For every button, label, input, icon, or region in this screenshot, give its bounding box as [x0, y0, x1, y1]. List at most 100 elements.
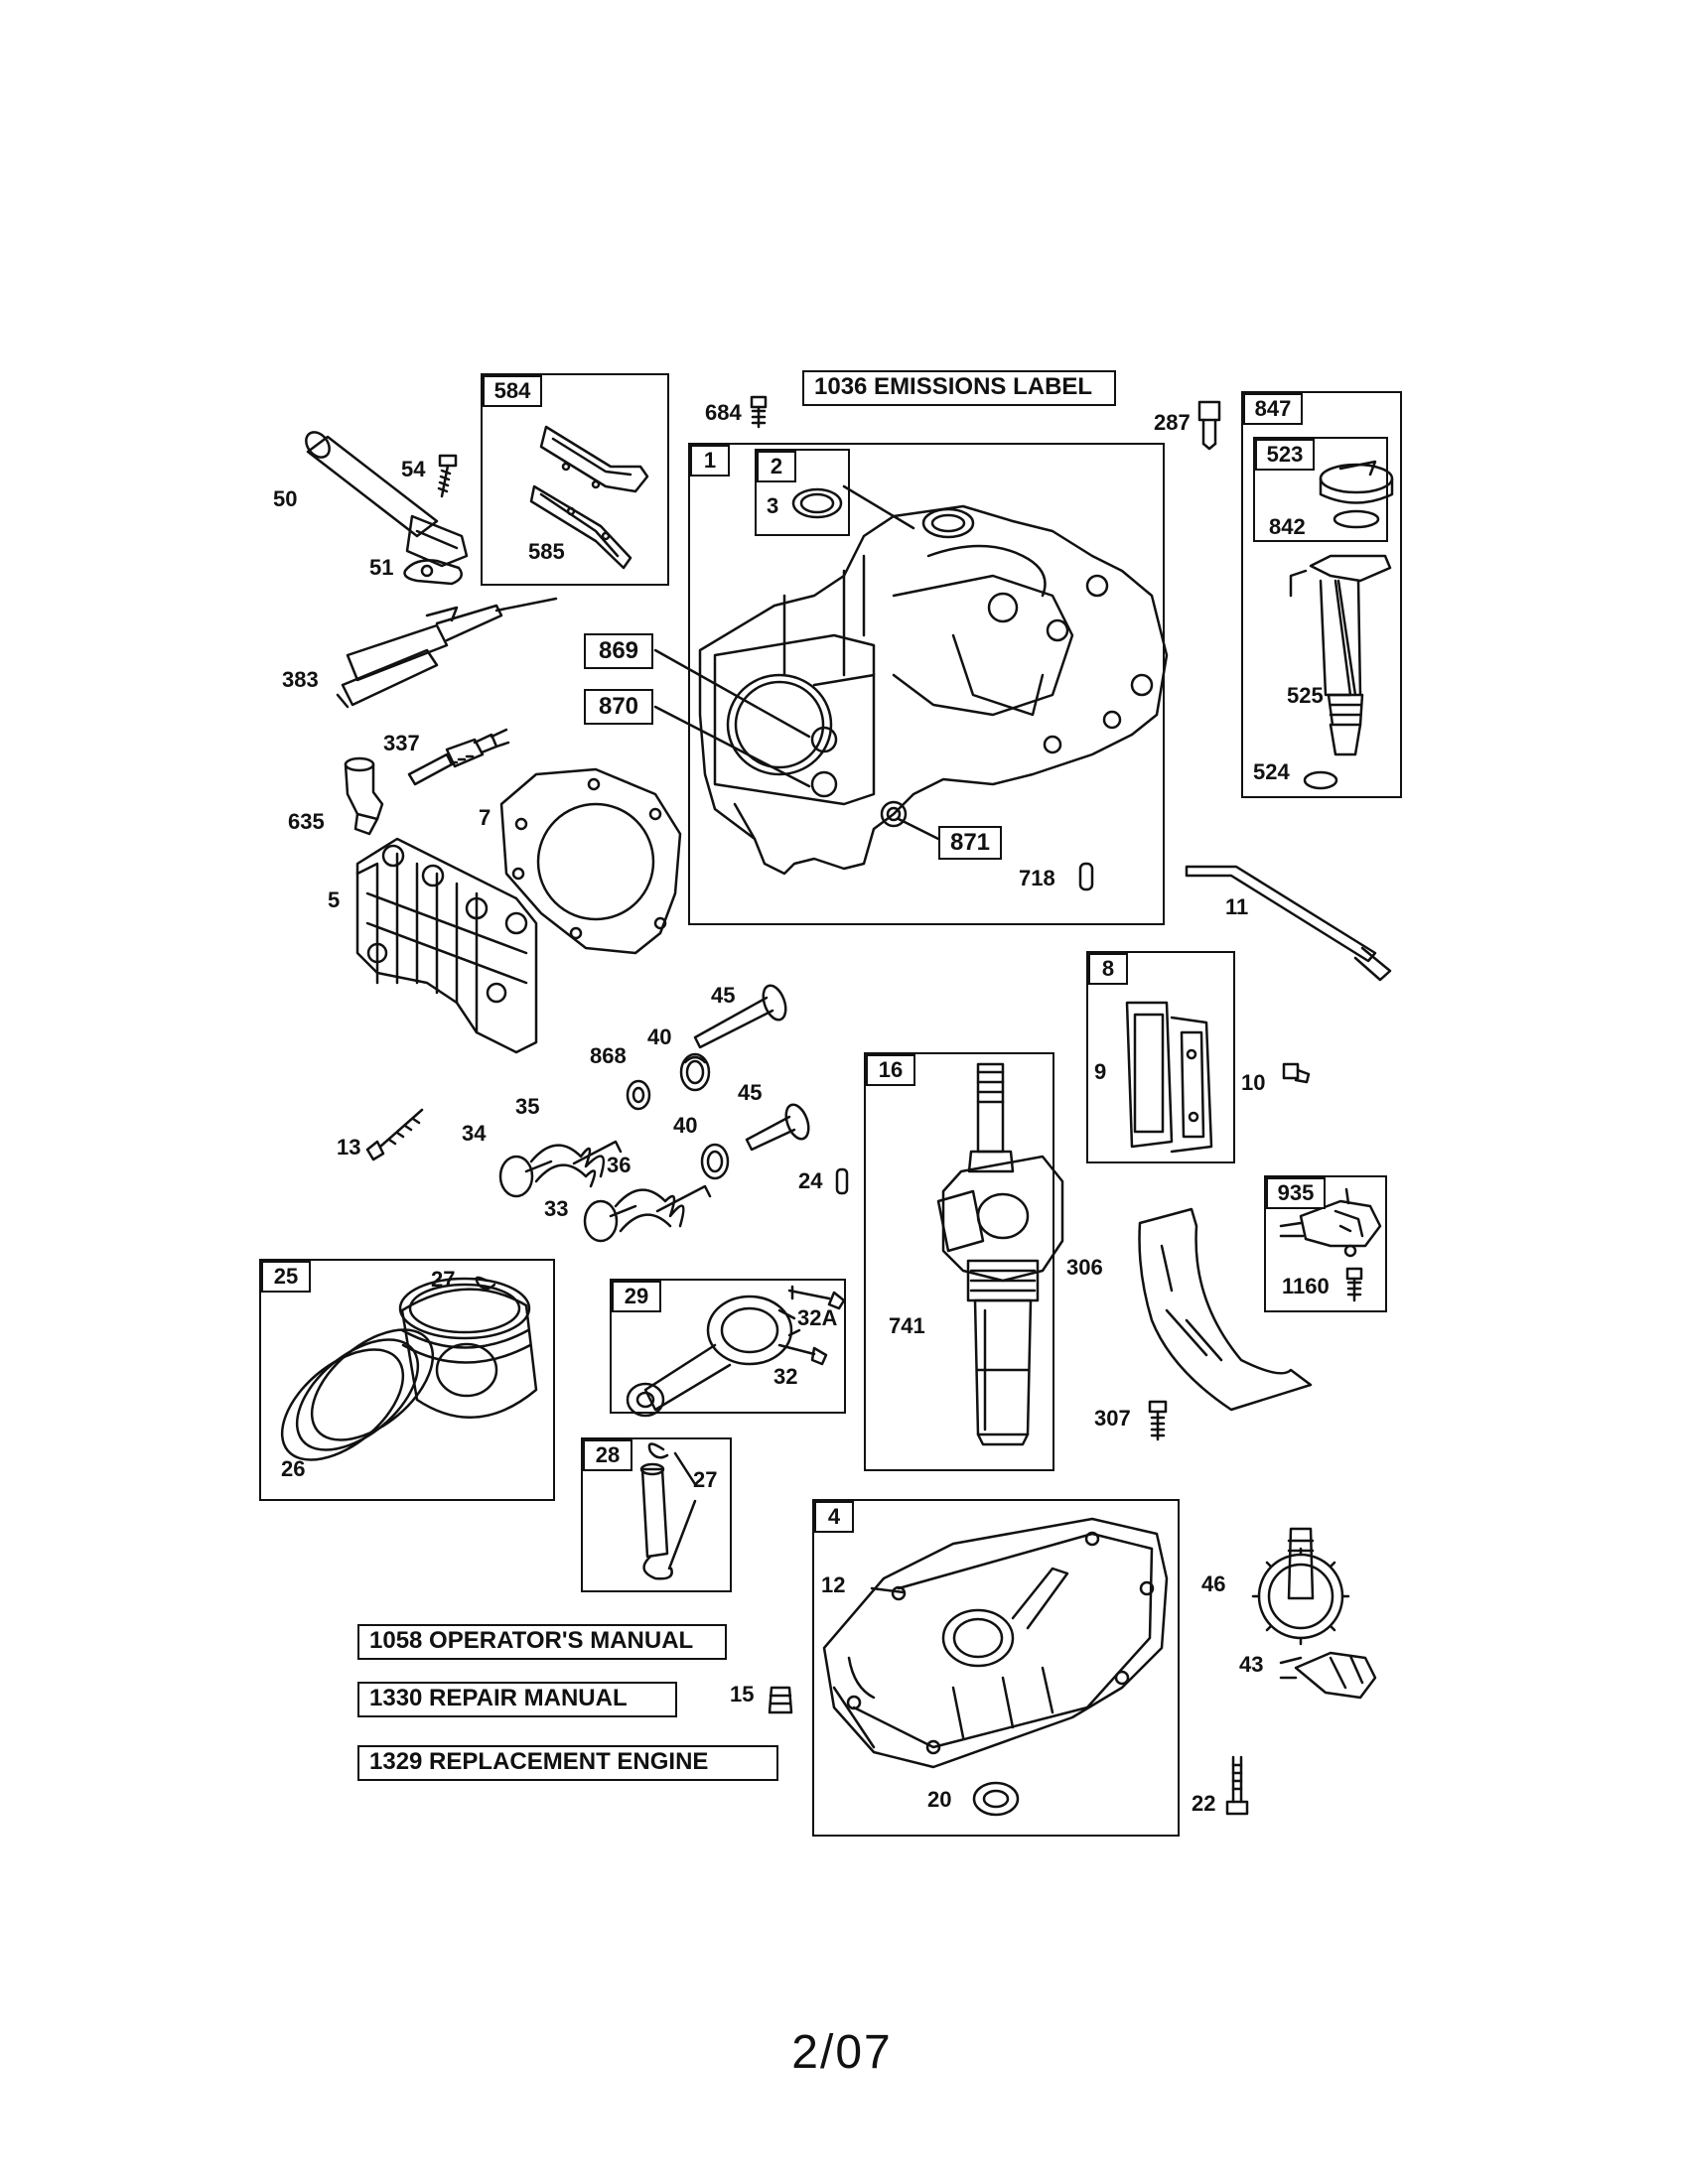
- part-label-5: 5: [328, 887, 341, 912]
- group-box-1: [688, 443, 1165, 925]
- governor-control-illustration: [1279, 1187, 1382, 1258]
- retainer-40b-illustration: [700, 1143, 730, 1180]
- part-label-35: 35: [515, 1094, 540, 1119]
- part-label-11: 11: [1225, 894, 1249, 919]
- part-label-34: 34: [462, 1121, 487, 1146]
- part-label-27b: 27: [693, 1467, 718, 1492]
- group-tag-28: 28: [583, 1439, 632, 1471]
- spark-plug-boot-illustration: [344, 756, 384, 836]
- part-label-306: 306: [1066, 1255, 1103, 1280]
- part-label-525: 525: [1287, 683, 1324, 708]
- part-label-287: 287: [1154, 410, 1191, 435]
- piston-pin-illustration: [639, 1462, 669, 1559]
- part-label-20: 20: [927, 1787, 952, 1812]
- group-tag-29: 29: [612, 1281, 661, 1312]
- part-label-26: 26: [281, 1456, 306, 1481]
- part-label-32a: 32A: [797, 1305, 838, 1330]
- part-label-741: 741: [889, 1313, 925, 1338]
- bolt-13-illustration: [365, 1108, 424, 1161]
- oil-seal-20-illustration: [972, 1781, 1020, 1817]
- group-box-8: [1086, 951, 1235, 1163]
- seal-3-illustration: [791, 487, 843, 519]
- screw-54-illustration: [437, 454, 458, 498]
- replacement-engine-tag: 1329 REPLACEMENT ENGINE: [357, 1745, 778, 1781]
- gasket-51-illustration: [403, 559, 464, 586]
- screw-307-illustration: [1148, 1400, 1168, 1441]
- connecting-rod-illustration: [626, 1295, 801, 1418]
- valve-spring-36-illustration: [614, 1184, 712, 1233]
- emissions-label-tag: 1036 EMISSIONS LABEL: [802, 370, 1116, 406]
- group-tag-870: 870: [584, 689, 653, 725]
- air-baffle-306-illustration: [1138, 1207, 1313, 1412]
- part-label-40b: 40: [673, 1113, 698, 1138]
- part-label-43: 43: [1239, 1652, 1264, 1677]
- group-tag-935: 935: [1266, 1177, 1326, 1209]
- part-label-36: 36: [607, 1153, 632, 1177]
- plug-15-illustration: [768, 1686, 793, 1714]
- cylinder-block-illustration: [698, 504, 1169, 876]
- breather-tube-illustration: [305, 431, 469, 568]
- screw-684-illustration: [750, 395, 768, 429]
- rod-bolt-32-illustration: [777, 1343, 828, 1366]
- group-tag-25: 25: [261, 1261, 311, 1293]
- part-label-15: 15: [730, 1682, 755, 1706]
- group-tag-869: 869: [584, 633, 653, 669]
- part-label-54: 54: [401, 457, 426, 481]
- group-box-25: [259, 1259, 555, 1501]
- part-label-337: 337: [383, 731, 420, 755]
- bolt-22-illustration: [1225, 1755, 1249, 1816]
- screw-1160-illustration: [1345, 1267, 1363, 1302]
- group-box-935: [1264, 1175, 1387, 1312]
- part-label-27a: 27: [431, 1267, 456, 1292]
- group-tag-4: 4: [814, 1501, 854, 1533]
- part-label-45b: 45: [738, 1080, 763, 1105]
- group-tag-523: 523: [1255, 439, 1315, 471]
- rod-bolt-32a-illustration: [787, 1285, 846, 1310]
- group-tag-1: 1: [690, 445, 730, 477]
- operators-manual-tag: 1058 OPERATOR'S MANUAL: [357, 1624, 727, 1660]
- group-tag-16: 16: [866, 1054, 915, 1086]
- piston-rings-illustration: [280, 1328, 435, 1461]
- retainer-40a-illustration: [679, 1052, 711, 1092]
- dowel-pin-718-illustration: [1078, 862, 1094, 891]
- valve-cover-gaskets-illustration: [529, 425, 649, 570]
- part-label-40a: 40: [647, 1024, 672, 1049]
- valve-45b-illustration: [745, 1103, 810, 1152]
- spark-plug-illustration: [407, 728, 510, 786]
- breather-cover-illustration: [1125, 1001, 1213, 1154]
- group-tag-847: 847: [1243, 393, 1303, 425]
- clip-27a-illustration: [475, 1276, 496, 1291]
- part-label-635: 635: [288, 809, 325, 834]
- group-box-4: [812, 1499, 1180, 1837]
- head-gasket-illustration: [499, 767, 682, 955]
- governor-43-illustration: [1279, 1651, 1377, 1700]
- page-number: 2/07: [791, 2026, 893, 2079]
- repair-manual-tag: 1330 REPAIR MANUAL: [357, 1682, 677, 1717]
- part-label-9: 9: [1094, 1059, 1107, 1084]
- part-label-45a: 45: [711, 983, 736, 1008]
- clip-27b-top-illustration: [647, 1442, 669, 1459]
- valve-45a-illustration: [693, 984, 787, 1049]
- part-label-32: 32: [773, 1364, 798, 1389]
- group-box-847: [1241, 391, 1402, 798]
- part-label-22: 22: [1192, 1791, 1216, 1816]
- part-label-524: 524: [1253, 759, 1290, 784]
- valve-33-illustration: [583, 1199, 637, 1243]
- clip-27b-bottom-illustration: [642, 1555, 673, 1580]
- screw-10-illustration: [1282, 1062, 1311, 1084]
- group-tag-2: 2: [757, 451, 796, 482]
- cylinder-head-illustration: [355, 837, 538, 1054]
- part-label-585: 585: [528, 539, 565, 564]
- valve-spring-35-illustration: [529, 1140, 623, 1188]
- ignition-armature-illustration: [336, 597, 558, 709]
- part-label-307: 307: [1094, 1406, 1131, 1431]
- group-box-16: [864, 1052, 1054, 1471]
- part-label-383: 383: [282, 667, 319, 692]
- part-label-13: 13: [337, 1135, 361, 1160]
- group-box-28: [581, 1437, 732, 1592]
- part-label-868: 868: [590, 1043, 627, 1068]
- part-label-842: 842: [1269, 514, 1306, 539]
- piston-illustration: [398, 1277, 538, 1419]
- valve-seal-868-illustration: [626, 1079, 651, 1111]
